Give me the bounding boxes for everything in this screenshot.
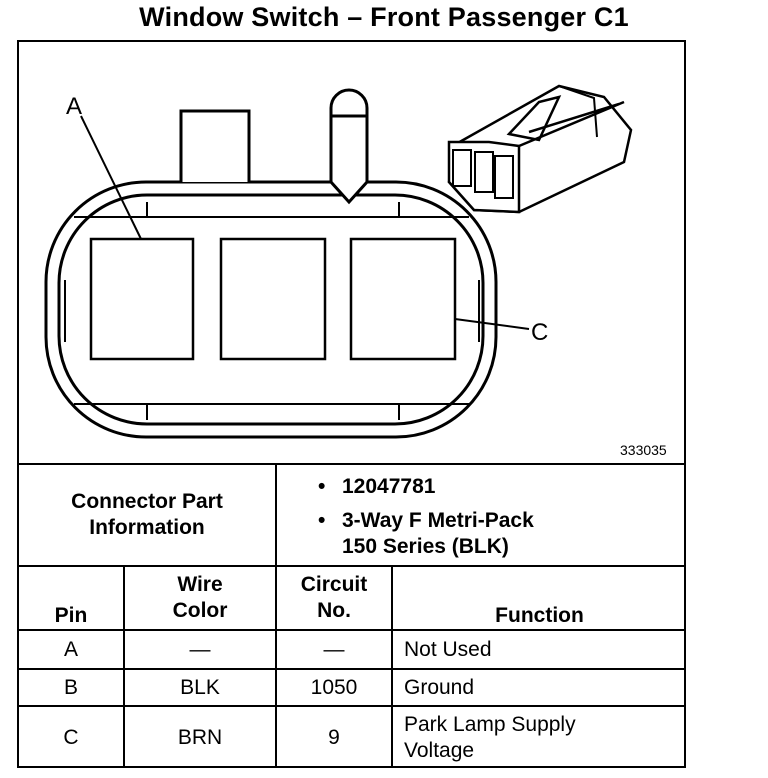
bullet-item: • 3-Way F Metri-Pack 150 Series (BLK) <box>318 508 534 560</box>
row-b-pin: B <box>63 675 78 699</box>
callout-c-leader <box>454 318 530 330</box>
callout-c-label: C <box>531 319 548 346</box>
table-top-rule <box>17 463 686 465</box>
connector-housing-inner <box>57 193 485 426</box>
figure-number: 333035 <box>620 442 667 458</box>
bullet-mark: • <box>318 509 326 532</box>
connector-face-drawing: A C <box>44 84 633 439</box>
header-rule <box>17 565 686 567</box>
connector-description: 3-Way F Metri-Pack 150 Series (BLK) <box>342 509 534 558</box>
row-rule-3 <box>17 705 686 707</box>
part-number: 12047781 <box>342 475 436 498</box>
callout-a-leader <box>80 115 142 240</box>
connector-info-label: Connector Part Information <box>71 490 223 539</box>
page-title: Window Switch – Front Passenger C1 <box>139 2 629 32</box>
row-a-wire-color: — <box>189 637 211 661</box>
row-a-function: Not Used <box>404 637 492 661</box>
cavity-a <box>89 237 195 361</box>
diagram-frame <box>17 40 686 768</box>
connector-housing-outer <box>44 180 498 439</box>
latch-tab <box>179 109 251 182</box>
row-rule-2 <box>17 668 686 670</box>
row-a-circuit: — <box>323 637 345 661</box>
cavity-b <box>219 237 327 361</box>
bullet-item: • 12047781 <box>318 474 534 500</box>
row-b-wire-color: BLK <box>180 675 220 699</box>
info-divider <box>275 463 277 567</box>
connector-info-bullets: • 12047781 • 3-Way F Metri-Pack 150 Seri… <box>318 474 534 560</box>
header-pin: Pin <box>54 604 88 627</box>
row-c-wire-color: BRN <box>177 725 223 749</box>
connector-iso-view <box>447 84 633 214</box>
col-divider-3 <box>391 565 393 768</box>
row-b-function: Ground <box>404 675 475 699</box>
polarization-key <box>329 88 369 205</box>
cavity-c <box>349 237 457 361</box>
col-divider-1 <box>123 565 125 768</box>
row-a-pin: A <box>63 637 78 661</box>
row-b-circuit: 1050 <box>310 675 358 699</box>
row-c-circuit: 9 <box>328 725 340 749</box>
row-rule-1 <box>17 629 686 631</box>
col-divider-2 <box>275 565 277 768</box>
row-c-pin: C <box>63 725 79 749</box>
bullet-mark: • <box>318 475 326 498</box>
header-function: Function <box>495 604 584 627</box>
callout-a-label: A <box>66 93 82 120</box>
